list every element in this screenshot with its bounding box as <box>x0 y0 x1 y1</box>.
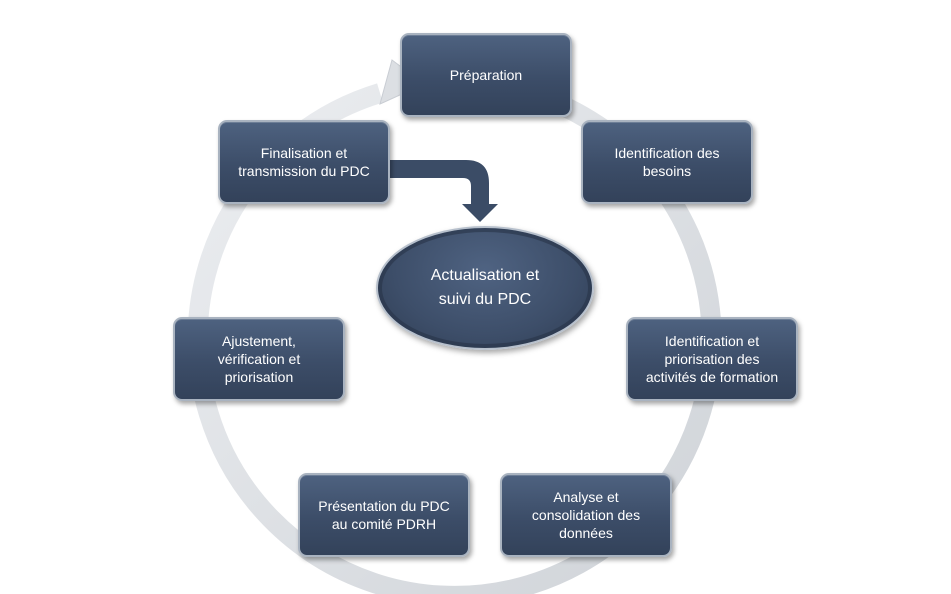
step-label: Analyse et consolidation des données <box>531 489 641 541</box>
step-label: Préparation <box>449 67 523 83</box>
step-label: Présentation du PDC au comité PDRH <box>318 498 450 532</box>
step-label: Ajustement, vérification et priorisation <box>217 333 301 385</box>
step-label: Identification et priorisation des activ… <box>645 333 779 385</box>
step-label: Identification des besoins <box>614 145 720 179</box>
step-preparation: Préparation <box>400 33 572 117</box>
step-identification-besoins: Identification des besoins <box>581 120 753 204</box>
center-node: Actualisation et suivi du PDC <box>376 226 594 350</box>
step-ajustement: Ajustement, vérification et priorisation <box>173 317 345 401</box>
step-finalisation: Finalisation et transmission du PDC <box>218 120 390 204</box>
bent-down-arrow-icon <box>389 160 498 222</box>
step-identification-priorisation: Identification et priorisation des activ… <box>626 317 798 401</box>
step-analyse-consolidation: Analyse et consolidation des données <box>500 473 672 557</box>
center-label: Actualisation et suivi du PDC <box>430 267 540 308</box>
step-label: Finalisation et transmission du PDC <box>238 145 370 179</box>
step-presentation-comite: Présentation du PDC au comité PDRH <box>298 473 470 557</box>
